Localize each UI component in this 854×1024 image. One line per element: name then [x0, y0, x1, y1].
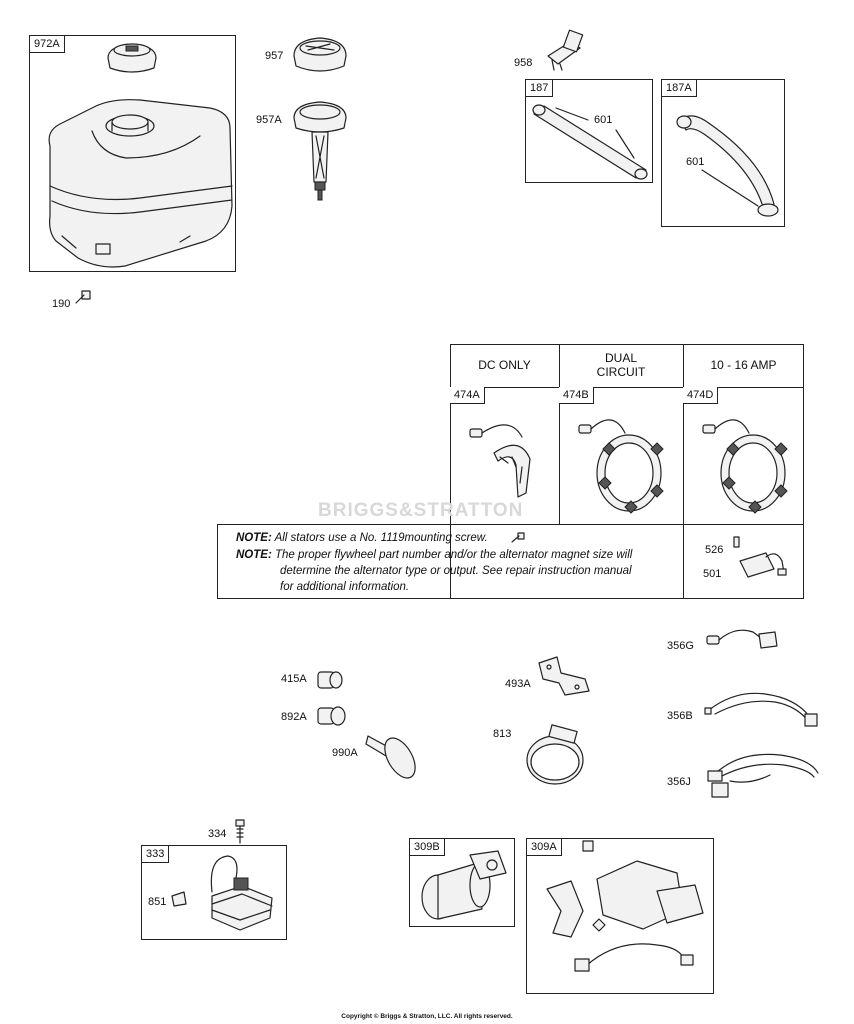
switch-415A-illustration: [317, 671, 343, 689]
column-header-dc-only: DC ONLY: [478, 358, 531, 372]
part-label-957: 957: [265, 50, 284, 62]
starter-309A-illustration: [546, 840, 704, 972]
part-label-851: 851: [148, 896, 167, 908]
regulator-illustration: [733, 536, 787, 578]
part-label-309A: 309A: [527, 839, 562, 856]
watermark: BRIGGS&STRATTON: [318, 500, 524, 521]
part-label-187A: 187A: [662, 80, 697, 97]
part-box-333: 333 851: [141, 845, 287, 940]
note-label: NOTE:: [236, 532, 272, 544]
part-label-601-b: 601: [686, 156, 705, 168]
part-label-493A: 493A: [505, 678, 531, 690]
table-divider: [217, 524, 804, 525]
stator-dual-circuit-illustration: [578, 419, 664, 514]
table-divider: [559, 344, 560, 525]
fuel-line-straight-illustration: [532, 104, 648, 180]
part-box-474B: 474B: [559, 387, 683, 525]
note-label: NOTE:: [236, 549, 272, 561]
fuel-cap-illustration: [293, 37, 347, 72]
bracket-illustration: [538, 656, 590, 696]
part-label-190: 190: [52, 298, 71, 310]
table-divider: [217, 524, 218, 599]
harness-356J-illustration: [707, 753, 819, 798]
note-stator-screw: NOTE: All stators use a No. 1119mounting…: [236, 531, 488, 546]
starter-309B-illustration: [421, 850, 507, 920]
part-label-526: 526: [705, 544, 724, 556]
harness-356B-illustration: [704, 692, 818, 727]
note-text: All stators use a No. 1119mounting screw…: [274, 532, 488, 544]
part-box-474D: 474D: [683, 387, 804, 525]
screw-icon: [75, 290, 91, 304]
table-divider: [217, 598, 451, 599]
part-label-187: 187: [526, 80, 554, 97]
part-label-958: 958: [514, 57, 533, 69]
column-header-dual-circuit: DUAL CIRCUIT: [596, 351, 646, 379]
part-box-309B: 309B: [409, 838, 515, 927]
part-label-356B: 356B: [667, 710, 693, 722]
screw-icon: [235, 819, 245, 844]
part-label-309B: 309B: [410, 839, 445, 856]
choke-knob-illustration: [365, 735, 416, 779]
part-box-474A: 474A: [450, 387, 560, 525]
part-label-990A: 990A: [332, 747, 358, 759]
part-box-187: 187 601: [525, 79, 653, 183]
part-label-333: 333: [142, 846, 170, 863]
part-label-415A: 415A: [281, 673, 307, 685]
stator-10-16-amp-illustration: [702, 419, 788, 514]
copyright-text: Copyright © Briggs & Stratton, LLC. All …: [341, 1013, 513, 1020]
column-header-10-16-amp: 10 - 16 AMP: [710, 358, 777, 372]
part-box-972A: 972A: [29, 35, 236, 272]
part-label-334: 334: [208, 828, 227, 840]
part-box-309A: 309A: [526, 838, 714, 994]
hose-clamp-illustration: [526, 724, 584, 785]
note-flywheel-line2: determine the alternator type or output.…: [280, 565, 632, 577]
part-label-474D: 474D: [683, 387, 719, 404]
fuel-valve-illustration: [547, 29, 584, 71]
fuel-line-curved-illustration: [676, 115, 779, 217]
part-label-474B: 474B: [559, 387, 594, 404]
stator-dc-illustration: [469, 424, 531, 498]
ignition-coil-illustration: [171, 855, 273, 931]
part-label-892A: 892A: [281, 711, 307, 723]
part-label-972A: 972A: [30, 36, 65, 53]
fuel-cap-gauge-illustration: [293, 101, 347, 201]
part-label-474A: 474A: [450, 387, 485, 404]
part-label-501: 501: [703, 568, 722, 580]
note-text: The proper flywheel part number and/or t…: [274, 549, 633, 561]
part-label-601-a: 601: [594, 114, 613, 126]
note-flywheel: NOTE: The proper flywheel part number an…: [236, 548, 632, 563]
part-label-957A: 957A: [256, 114, 282, 126]
part-box-187A: 187A 601: [661, 79, 785, 227]
switch-892A-illustration: [317, 706, 346, 726]
part-label-356J: 356J: [667, 776, 691, 788]
table-divider: [683, 344, 684, 599]
part-label-356G: 356G: [667, 640, 694, 652]
screw-icon: [511, 532, 525, 543]
part-label-813: 813: [493, 728, 512, 740]
table-divider: [450, 387, 804, 388]
fuel-tank-illustration: [48, 43, 233, 268]
harness-356G-illustration: [706, 629, 778, 649]
note-flywheel-line3: for additional information.: [280, 581, 410, 593]
stator-table: [450, 344, 804, 599]
